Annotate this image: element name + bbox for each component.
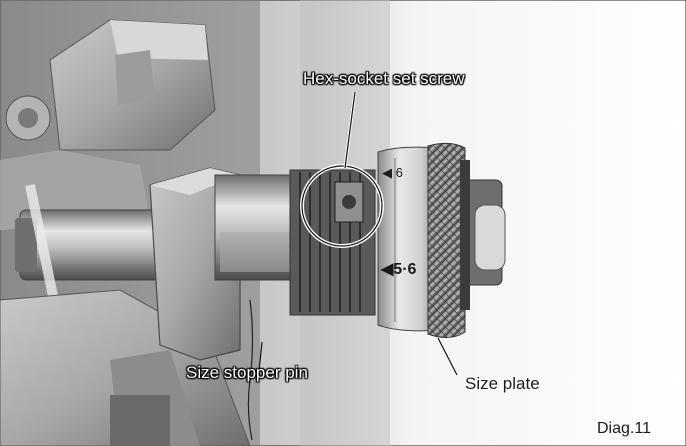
hex-socket-set-screw-label: Hex-socket set screw — [303, 69, 465, 88]
dial-mark-upper: ◀ 6 — [382, 165, 403, 180]
diagram-number-label: Diag.11 — [597, 420, 651, 437]
dial-mark-lower: ◀5·6 — [381, 261, 417, 278]
size-stopper-pin-label: Size stopper pin — [186, 363, 308, 382]
size-plate-label: Size plate — [465, 374, 540, 393]
